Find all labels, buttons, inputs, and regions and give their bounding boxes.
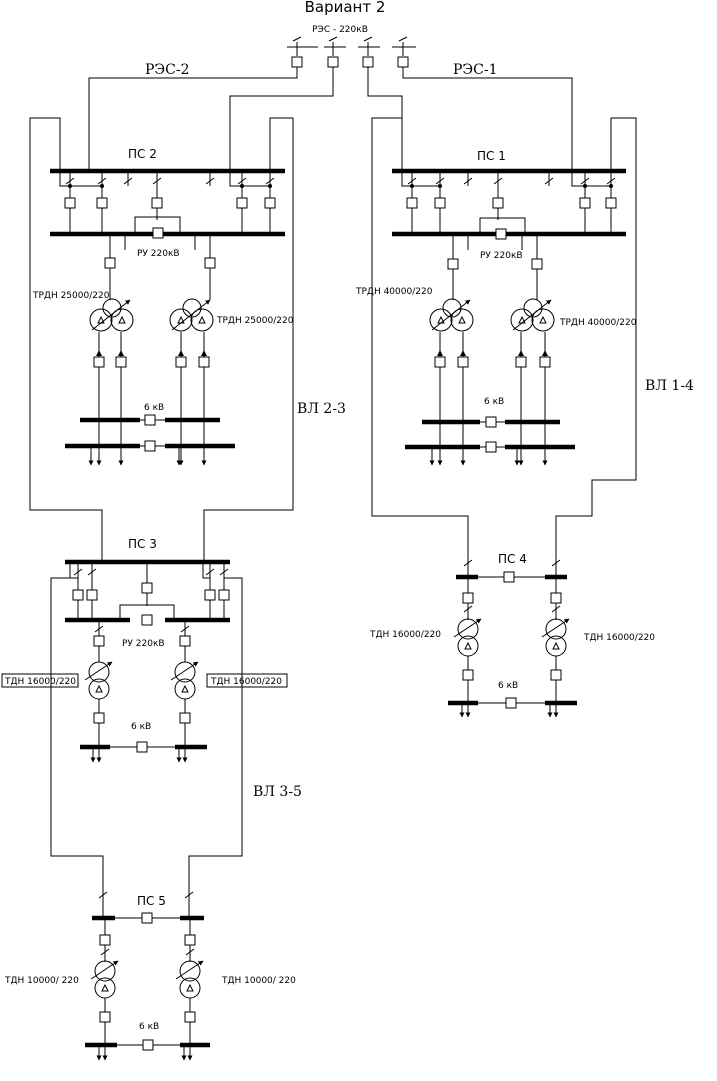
substation-ps2: ПС 2 РУ 220кВ xyxy=(32,147,294,466)
substation-ps3: ПС 3 РУ 220кВ xyxy=(1,537,288,763)
ps5-transformer-2 xyxy=(175,960,204,999)
ps4-transformer-2 xyxy=(541,618,570,657)
ps5-t1-label: ТДН 10000/ 220 xyxy=(4,976,79,986)
ps3-transformer-1 xyxy=(84,661,113,700)
diagram-title: Вариант 2 xyxy=(305,0,386,16)
substation-ps5: ПС 5 ТДН 10000/ 220 ТДН 10000/ 220 xyxy=(4,891,296,1061)
substation-ps1: ПС 1 РУ 220кВ xyxy=(355,149,637,466)
ps3-t1-label: ТДН 16000/220 xyxy=(4,677,76,687)
ps2-t1-label: ТРДН 25000/220 xyxy=(32,291,110,301)
line-label-res2: РЭС-2 xyxy=(145,62,189,78)
ps5-lv-label: 6 кВ xyxy=(139,1022,159,1032)
ps4-name: ПС 4 xyxy=(498,552,527,566)
ps2-ru-label: РУ 220кВ xyxy=(137,249,180,259)
line-vl23 xyxy=(29,117,294,560)
ps4-t1-label: ТДН 16000/220 xyxy=(369,630,441,640)
ps2-transformer-1 xyxy=(89,298,134,332)
ps3-transformer-2 xyxy=(170,661,199,700)
ps1-transformer-2 xyxy=(510,298,555,332)
ps1-t2-label: ТРДН 40000/220 xyxy=(559,318,637,328)
ps5-name: ПС 5 xyxy=(137,894,166,908)
ps1-lv-label: 6 кВ xyxy=(484,397,504,407)
ps2-lv-label: 6 кВ xyxy=(144,403,164,413)
ps3-t2-label: ТДН 16000/220 xyxy=(210,677,282,687)
ps4-t2-label: ТДН 16000/220 xyxy=(583,633,655,643)
ps1-t1-label: ТРДН 40000/220 xyxy=(355,287,433,297)
ps2-name: ПС 2 xyxy=(128,147,157,161)
line-label-res1: РЭС-1 xyxy=(453,62,497,78)
line-label-vl14: ВЛ 1-4 xyxy=(645,378,694,394)
ps3-lv-label: 6 кВ xyxy=(131,722,151,732)
ps2-transformer-2 xyxy=(169,298,214,332)
line-vl14 xyxy=(371,117,637,576)
substation-ps4: ПС 4 ТДН 16000/220 ТДН 16000/220 xyxy=(369,552,655,718)
source-label: РЭС - 220кВ xyxy=(312,25,368,35)
ps3-name: ПС 3 xyxy=(128,537,157,551)
ps4-transformer-1 xyxy=(453,618,482,657)
ps1-name: ПС 1 xyxy=(477,149,506,163)
ps1-transformer-1 xyxy=(429,298,474,332)
ps2-t2-label: ТРДН 25000/220 xyxy=(216,316,294,326)
line-vl35 xyxy=(50,562,243,918)
ps5-t2-label: ТДН 10000/ 220 xyxy=(221,976,296,986)
res2-connection xyxy=(88,67,334,170)
ps4-lv-label: 6 кВ xyxy=(498,681,518,691)
ps5-transformer-1 xyxy=(90,960,119,999)
ps3-ru-label: РУ 220кВ xyxy=(122,639,165,649)
source-res-220 xyxy=(287,36,416,68)
ps1-ru-label: РУ 220кВ xyxy=(480,251,523,261)
line-label-vl35: ВЛ 3-5 xyxy=(253,784,302,800)
line-label-vl23: ВЛ 2-3 xyxy=(297,401,346,417)
